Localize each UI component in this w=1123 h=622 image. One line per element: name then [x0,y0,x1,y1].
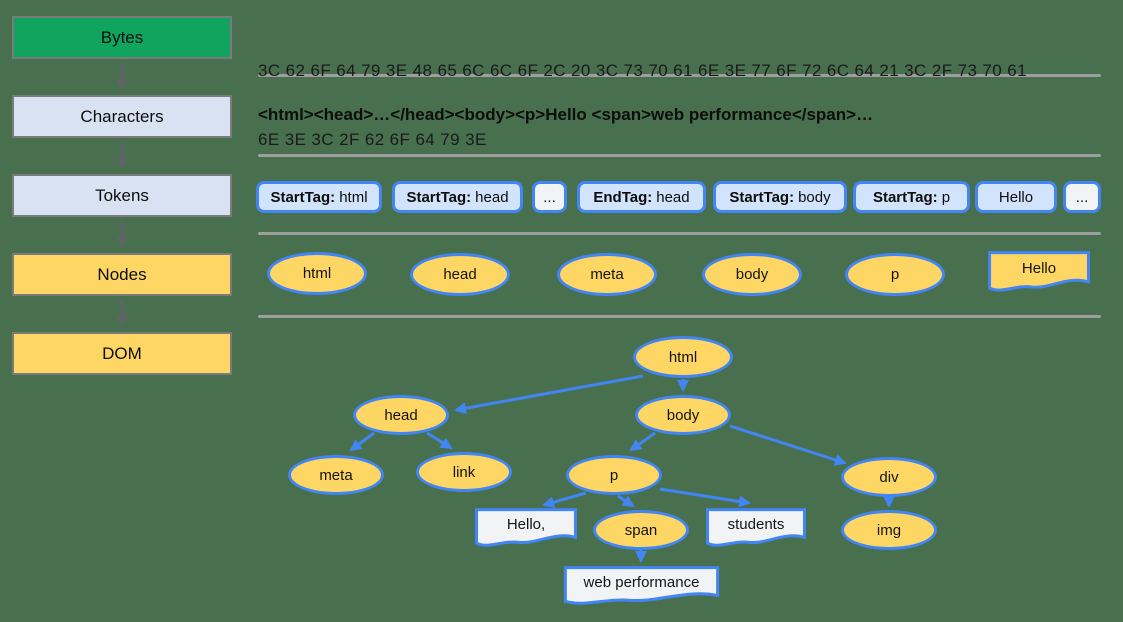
token-chip-ellipsis: ... [532,181,567,213]
token-value: ... [543,188,556,206]
stage-label: Nodes [97,264,147,284]
document-shape [706,508,806,548]
node-label: Hello [1021,259,1057,277]
divider-line [258,154,1101,157]
token-kind: StartTag: [872,188,938,206]
stage-label: DOM [102,343,142,363]
edge-p-hello [542,491,587,509]
pipeline-stage-tokens: Tokens [12,174,232,217]
document-shape [475,508,577,548]
token-chip-endtag-head: EndTag:head [577,181,706,213]
edge-html-head [454,374,644,415]
token-chip-starttag-head: StartTag:head [392,181,523,213]
document-shape [563,566,720,606]
dom-textnode-label: web performance [583,573,700,591]
dom-textnode-hello: Hello, [475,508,577,548]
token-value: head [475,188,509,206]
node-ellipse-p: p [845,253,945,296]
edge-body-p [629,431,656,452]
dom-textnode-label: Hello, [506,515,546,533]
edge-p-span [617,494,635,508]
bytes-hex-line-2: 6E 3E 3C 2F 62 6F 64 79 3E [258,130,487,149]
dom-node-meta: meta [288,455,384,495]
stage-label: Characters [80,106,164,126]
token-chip-ellipsis: ... [1063,181,1101,213]
stage-label: Bytes [100,27,144,47]
stage-label: Tokens [95,185,149,205]
token-kind: EndTag: [593,188,653,206]
token-chip-hello: Hello [975,181,1057,213]
token-value: Hello [998,188,1034,206]
pipeline-stage-nodes: Nodes [12,253,232,296]
dom-node-body: body [635,395,731,435]
token-value: html [339,188,368,206]
bytes-hex-line-1: 3C 62 6F 64 79 3E 48 65 6C 6C 6F 2C 20 3… [258,61,1027,80]
dom-node-link: link [416,452,512,492]
node-ellipse-meta: meta [557,253,657,296]
divider-line [258,232,1101,235]
token-chip-starttag-html: StartTag:html [256,181,382,213]
node-ellipse-html: html [267,252,367,295]
dom-textnode-web-performance: web performance [563,566,720,606]
dom-node-html: html [633,336,733,378]
edge-p-students [659,487,751,508]
divider-line [258,315,1101,318]
pipeline-stage-dom: DOM [12,332,232,375]
token-value: head [656,188,690,206]
token-chip-starttag-p: StartTag:p [853,181,970,213]
node-ellipse-body: body [702,253,802,296]
token-kind: StartTag: [406,188,472,206]
token-value: ... [1075,188,1089,206]
token-value: p [941,188,951,206]
token-kind: StartTag: [729,188,795,206]
divider-line [258,74,1101,77]
edge-body-div [729,424,847,466]
dom-textnode-label: students [727,515,785,533]
pipeline-stage-bytes: Bytes [12,16,232,59]
token-chip-starttag-body: StartTag:body [713,181,847,213]
dom-textnode-students: students [706,508,806,548]
token-value: body [798,188,831,206]
pipeline-stage-characters: Characters [12,95,232,138]
bytes-hex-text: 3C 62 6F 64 79 3E 48 65 6C 6C 6F 2C 20 3… [258,13,1058,197]
document-shape [988,251,1090,293]
node-ellipse-head: head [410,253,510,296]
characters-markup-text: <html><head>…</head><body><p>Hello <span… [258,105,874,124]
dom-node-span: span [593,510,689,550]
edge-head-link [426,431,453,450]
dom-node-img: img [841,510,937,550]
node-document-hello: Hello [988,251,1090,293]
dom-node-div: div [841,457,937,497]
dom-node-head: head [353,395,449,435]
dom-node-p: p [566,455,662,495]
edge-head-meta [349,431,375,452]
token-kind: StartTag: [270,188,336,206]
